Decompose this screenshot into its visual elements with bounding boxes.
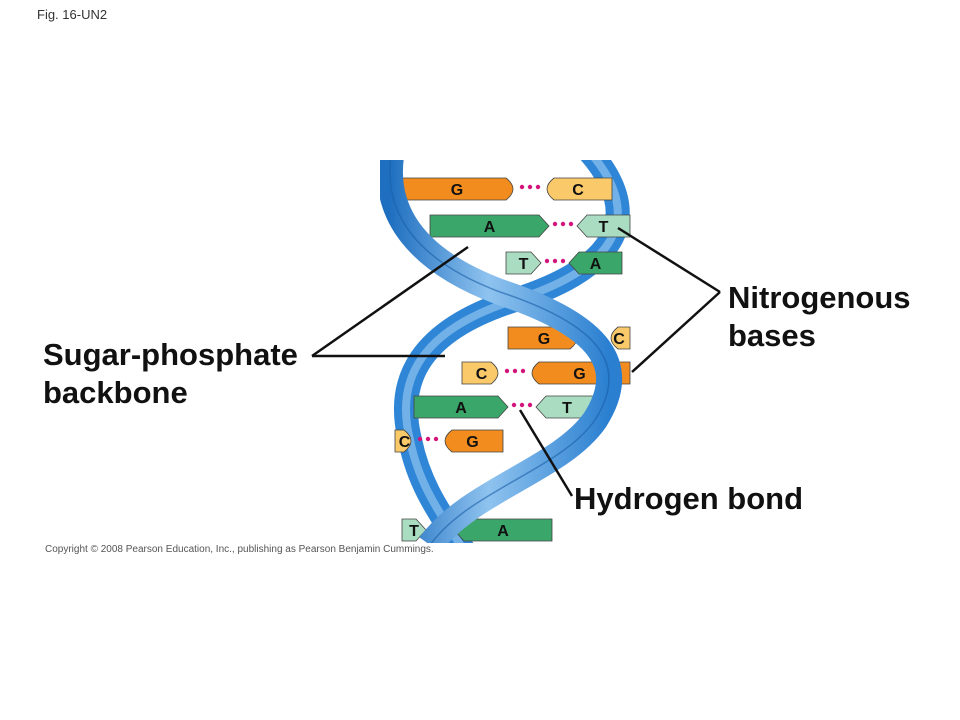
base-letter-left: G: [538, 331, 550, 348]
base-c-left: [394, 429, 412, 453]
hydrogen-bond-dot: [520, 368, 526, 374]
base-letter-left: T: [519, 256, 529, 273]
hydrogen-bond-leader: [518, 409, 574, 497]
base-letter-right: G: [573, 366, 585, 383]
base-t-right: [576, 214, 631, 238]
hydrogen-bond-dot: [552, 258, 558, 264]
base-c-right: [610, 326, 631, 350]
hydrogen-bond-dot: [504, 368, 510, 374]
base-letter-right: G: [466, 434, 478, 451]
base-letter-left: T: [409, 523, 419, 540]
base-c-right: [546, 177, 613, 201]
base-letter-right: T: [562, 400, 572, 417]
hydrogen-bond-dot: [544, 258, 550, 264]
hydrogen-bond-dot: [425, 436, 431, 442]
base-a-left: [429, 214, 550, 238]
base-t-left: [505, 251, 542, 275]
base-letter-right: C: [572, 182, 584, 199]
hydrogen-bond-dot: [560, 221, 566, 227]
base-letter-left: A: [484, 219, 496, 236]
leader-lines: [311, 226, 721, 497]
nitrogenous-leader-upper: [617, 226, 721, 294]
hydrogen-bond-dot: [568, 221, 574, 227]
hydrogen-bond-dot: [527, 402, 533, 408]
base-letter-left: C: [399, 434, 411, 451]
base-c-left: [461, 361, 499, 385]
base-g-right: [444, 429, 504, 453]
hydrogen-bond-dot: [527, 184, 533, 190]
base-letter-left: G: [451, 182, 463, 199]
hydrogen-bond-dot: [519, 402, 525, 408]
base-letter-left: C: [476, 366, 488, 383]
base-a-left: [413, 395, 509, 419]
hydrogen-bond-dot: [512, 368, 518, 374]
backbone-strand-front-edge: [389, 160, 610, 543]
base-letter-right: T: [599, 219, 609, 236]
base-g-left: [397, 177, 514, 201]
hydrogen-bond-dot: [433, 436, 439, 442]
base-letter-right: C: [613, 331, 625, 348]
hydrogen-bond-dot: [552, 221, 558, 227]
copyright-notice: Copyright © 2008 Pearson Education, Inc.…: [45, 544, 434, 555]
nitrogenous-bases-label: Nitrogenous bases: [728, 280, 911, 353]
hydrogen-bond-dot: [417, 436, 423, 442]
base-letter-right: A: [497, 523, 509, 540]
base-letter-right: A: [590, 256, 602, 273]
nitrogenous-leader-lower: [631, 291, 721, 373]
hydrogen-bond-label: Hydrogen bond: [574, 481, 804, 516]
hydrogen-bond-dot: [560, 258, 566, 264]
base-t-right: [535, 395, 599, 419]
base-a-right: [568, 251, 623, 275]
hydrogen-bond-dot: [519, 184, 525, 190]
sugar-leader-upper: [311, 245, 469, 358]
figure-label: Fig. 16-UN2: [37, 7, 108, 22]
base-letter-left: A: [455, 400, 467, 417]
hydrogen-bond-dot: [535, 184, 541, 190]
sugar-phosphate-backbone-label: Sugar-phosphate backbone: [43, 337, 298, 410]
hydrogen-bond-dot: [511, 402, 517, 408]
